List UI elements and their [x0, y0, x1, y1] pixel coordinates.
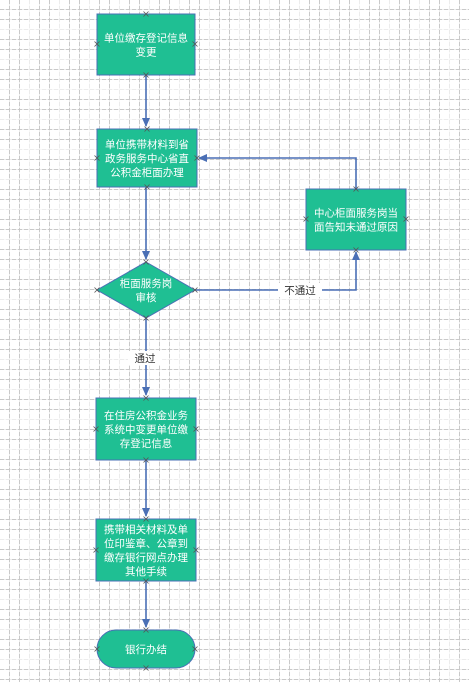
- node-text-line: 携带相关材料及单: [104, 523, 188, 536]
- node-text-line: 位印鉴章、公章到: [104, 537, 188, 550]
- pass-label-bg: [128, 351, 162, 365]
- connection-point-marker: [94, 155, 100, 161]
- connection-point-marker: [192, 646, 198, 652]
- node-inform-not-passed-text: 中心柜面服务岗当面告知未通过原因: [314, 207, 398, 234]
- node-text-line: 审核: [136, 291, 157, 304]
- connection-point-marker: [144, 126, 150, 132]
- connection-point-marker: [93, 547, 99, 553]
- connection-point-marker: [143, 627, 149, 633]
- connection-point-marker: [143, 315, 149, 321]
- node-text-line: 柜面服务岗: [120, 277, 173, 290]
- node-text-line: 银行办结: [125, 643, 167, 656]
- connection-point-marker: [94, 287, 100, 293]
- edge-labels: 不通过 通过: [128, 283, 322, 365]
- connection-point-marker: [403, 216, 409, 222]
- node-text-line: 单位携带材料到省: [105, 138, 189, 151]
- connection-point-marker: [194, 155, 200, 161]
- not-pass-label: 不通过: [284, 284, 316, 297]
- connection-point-marker: [143, 72, 149, 78]
- node-text-line: 其他手续: [125, 565, 167, 578]
- connection-point-marker: [144, 184, 150, 190]
- connection-point-marker: [193, 426, 199, 432]
- node-text-line: 单位缴存登记信息: [104, 32, 188, 45]
- connection-point-marker: [353, 247, 359, 253]
- connection-point-marker: [143, 11, 149, 17]
- connection-point-marker: [143, 457, 149, 463]
- pass-label: 通过: [135, 352, 156, 365]
- edge-n4-to-n2: [198, 154, 357, 189]
- connection-point-marker: [353, 186, 359, 192]
- edge-n3-to-n4-not-pass: [195, 251, 360, 291]
- node-text-line: 面告知未通过原因: [314, 221, 398, 234]
- node-text-line: 中心柜面服务岗当: [314, 207, 398, 220]
- connection-point-marker: [143, 516, 149, 522]
- nodes: 单位缴存登记信息变更 单位携带材料到省政务服务中心省直公积金柜面办理 柜面服务岗…: [95, 13, 407, 669]
- node-unit-info-change-text: 单位缴存登记信息变更: [104, 32, 188, 59]
- connection-point-marker: [303, 216, 309, 222]
- node-inform-not-passed[interactable]: 中心柜面服务岗当面告知未通过原因: [305, 188, 407, 251]
- node-text-line: 变更: [136, 46, 157, 59]
- connection-point-marker: [94, 646, 100, 652]
- node-text-line: 缴存银行网点办理: [104, 551, 188, 564]
- node-system-update[interactable]: 在住房公积金业务系统中变更单位缴存登记信息: [95, 397, 197, 461]
- node-counter-review-text: 柜面服务岗审核: [120, 277, 173, 304]
- node-bank-complete-text: 银行办结: [125, 643, 167, 656]
- node-bank-procedures[interactable]: 携带相关材料及单位印鉴章、公章到缴存银行网点办理其他手续: [95, 518, 197, 582]
- connection-point-marker: [192, 41, 198, 47]
- connection-point-marker: [143, 395, 149, 401]
- node-text-line: 公积金柜面办理: [110, 166, 184, 179]
- node-unit-info-change[interactable]: 单位缴存登记信息变更: [96, 13, 196, 76]
- node-counter-review-decision[interactable]: 柜面服务岗审核: [95, 261, 197, 319]
- connection-point-marker: [193, 547, 199, 553]
- connection-points: [93, 11, 409, 671]
- node-text-line: 政务服务中心省直: [105, 152, 189, 165]
- node-text-line: 存登记信息: [120, 437, 173, 450]
- node-system-update-text: 在住房公积金业务系统中变更单位缴存登记信息: [104, 409, 188, 450]
- connection-point-marker: [143, 578, 149, 584]
- connection-point-marker: [94, 41, 100, 47]
- connection-point-marker: [192, 287, 198, 293]
- node-submit-materials[interactable]: 单位携带材料到省政务服务中心省直公积金柜面办理: [96, 128, 198, 188]
- node-text-line: 在住房公积金业务: [104, 409, 188, 422]
- node-submit-materials-text: 单位携带材料到省政务服务中心省直公积金柜面办理: [105, 138, 189, 179]
- connection-point-marker: [143, 259, 149, 265]
- not-pass-label-bg: [278, 283, 322, 297]
- connection-point-marker: [93, 426, 99, 432]
- node-bank-procedures-text: 携带相关材料及单位印鉴章、公章到缴存银行网点办理其他手续: [104, 523, 188, 578]
- connection-point-marker: [143, 665, 149, 671]
- node-text-line: 系统中变更单位缴: [104, 423, 188, 436]
- node-bank-complete[interactable]: 银行办结: [96, 629, 196, 669]
